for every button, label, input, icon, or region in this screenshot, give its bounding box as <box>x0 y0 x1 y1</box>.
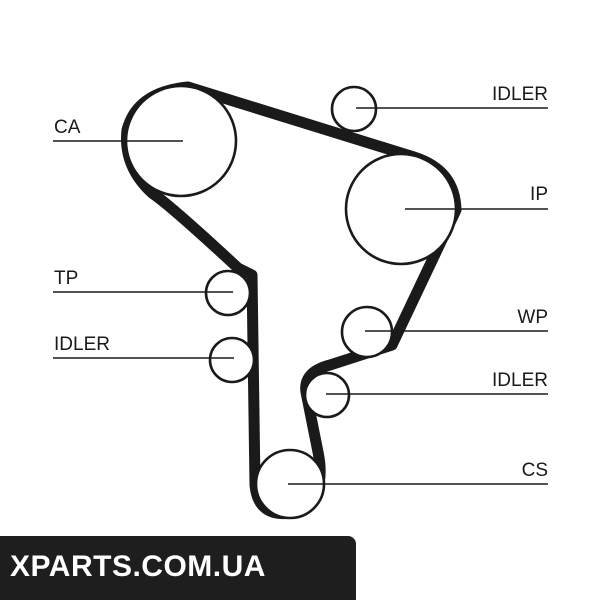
watermark-text: XPARTS.COM.UA <box>10 550 266 583</box>
idler-pulley-top <box>330 85 378 133</box>
label-wp: WP <box>517 307 548 328</box>
tensioner-pulley <box>204 269 252 317</box>
label-idler-right: IDLER <box>492 370 548 391</box>
water-pump-pulley <box>340 305 394 359</box>
label-ca: CA <box>54 117 81 138</box>
label-tp: TP <box>54 268 78 289</box>
watermark-banner: XPARTS.COM.UA <box>0 536 356 600</box>
idler-pulley-right <box>303 371 351 419</box>
label-idler-top: IDLER <box>492 84 548 105</box>
idler-pulley-left <box>208 336 256 384</box>
label-ip: IP <box>530 184 548 205</box>
label-cs: CS <box>522 460 548 481</box>
label-idler-left: IDLER <box>54 334 110 355</box>
